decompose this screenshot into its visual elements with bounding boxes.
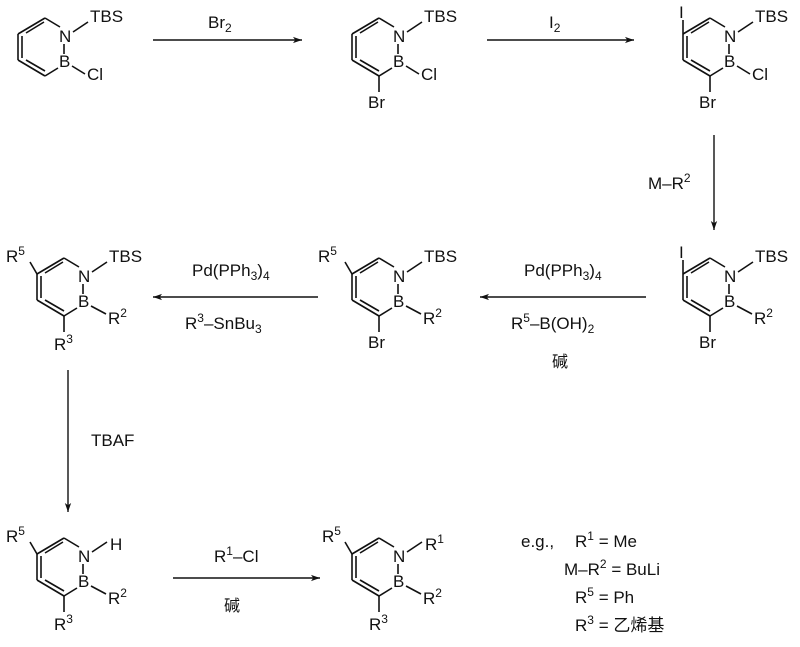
atom-br: Br bbox=[699, 93, 716, 112]
group-r2: R2 bbox=[754, 306, 773, 328]
atom-b: B bbox=[393, 292, 404, 311]
examples-lead: e.g., bbox=[521, 532, 554, 551]
atom-cl: Cl bbox=[87, 65, 103, 84]
example-r3: R3 = 乙烯基 bbox=[575, 613, 664, 635]
reagent-i2: I2 bbox=[549, 13, 561, 35]
compound-5: R5 N B TBS R2 Br bbox=[318, 244, 457, 352]
group-r3: R3 bbox=[54, 332, 73, 354]
group-r2: R2 bbox=[423, 306, 442, 328]
group-tbs: TBS bbox=[755, 247, 788, 266]
reagent-pd-catalyst: Pd(PPh3)4 bbox=[192, 261, 270, 283]
ring-bonds bbox=[344, 537, 423, 612]
atom-b: B bbox=[78, 292, 89, 311]
atom-br: Br bbox=[699, 333, 716, 352]
example-m-r2: M–R2 = BuLi bbox=[564, 557, 660, 579]
reagent-base: 碱 bbox=[224, 596, 240, 615]
atom-n: N bbox=[393, 267, 405, 286]
reagent-stannane: R3–SnBu3 bbox=[185, 311, 262, 336]
atom-b: B bbox=[393, 52, 404, 71]
group-r5: R5 bbox=[6, 524, 25, 546]
group-r5: R5 bbox=[318, 244, 337, 266]
ring-bonds bbox=[682, 17, 754, 92]
reagent-tbaf: TBAF bbox=[91, 431, 134, 450]
example-r5: R5 = Ph bbox=[575, 585, 634, 607]
group-tbs: TBS bbox=[90, 7, 123, 26]
ring-bonds bbox=[29, 257, 108, 332]
group-r3: R3 bbox=[54, 612, 73, 634]
atom-n: N bbox=[59, 27, 71, 46]
atom-br: Br bbox=[368, 93, 385, 112]
compound-4: I N B TBS R2 Br bbox=[679, 243, 788, 352]
reagent-base: 碱 bbox=[552, 352, 568, 371]
reagent-br2: Br2 bbox=[208, 13, 232, 35]
group-tbs: TBS bbox=[424, 247, 457, 266]
reagent-pd-catalyst: Pd(PPh3)4 bbox=[524, 261, 602, 283]
atom-cl: Cl bbox=[752, 65, 768, 84]
atom-b: B bbox=[724, 292, 735, 311]
atom-i: I bbox=[679, 243, 684, 262]
atom-b: B bbox=[724, 52, 735, 71]
atom-n: N bbox=[78, 267, 90, 286]
atom-h: H bbox=[110, 535, 122, 554]
compound-1: N B TBS Cl bbox=[17, 7, 123, 84]
compound-2: N B TBS Cl Br bbox=[351, 7, 457, 112]
group-tbs: TBS bbox=[755, 7, 788, 26]
ring-bonds bbox=[682, 257, 754, 332]
atom-n: N bbox=[393, 547, 405, 566]
group-r2: R2 bbox=[108, 586, 127, 608]
group-tbs: TBS bbox=[424, 7, 457, 26]
reagent-boronic-acid: R5–B(OH)2 bbox=[511, 311, 595, 336]
ring-bonds bbox=[344, 257, 423, 332]
group-r2: R2 bbox=[423, 586, 442, 608]
examples-legend: e.g., R1 = Me M–R2 = BuLi R5 = Ph R3 = 乙… bbox=[521, 529, 664, 635]
atom-i: I bbox=[679, 3, 684, 22]
ring-bonds bbox=[351, 17, 423, 92]
atom-n: N bbox=[724, 27, 736, 46]
atom-n: N bbox=[393, 27, 405, 46]
atom-b: B bbox=[393, 572, 404, 591]
group-r5: R5 bbox=[322, 524, 341, 546]
ring-bonds bbox=[29, 537, 108, 612]
compound-8: R5 N B R1 R2 R3 bbox=[322, 524, 444, 634]
atom-n: N bbox=[724, 267, 736, 286]
atom-cl: Cl bbox=[421, 65, 437, 84]
ring-bonds bbox=[17, 17, 89, 77]
group-r2: R2 bbox=[108, 306, 127, 328]
atom-br: Br bbox=[368, 333, 385, 352]
group-tbs: TBS bbox=[109, 247, 142, 266]
atom-b: B bbox=[78, 572, 89, 591]
atom-n: N bbox=[78, 547, 90, 566]
compound-7: R5 N B H R2 R3 bbox=[6, 524, 127, 634]
example-r1: R1 = Me bbox=[575, 529, 637, 551]
reagent-m-r2: M–R2 bbox=[648, 171, 691, 193]
group-r1: R1 bbox=[425, 532, 444, 554]
compound-6: R5 N B TBS R2 R3 bbox=[6, 244, 142, 354]
reagent-alkyl-chloride: R1–Cl bbox=[214, 544, 258, 566]
compound-3: I N B TBS Cl Br bbox=[679, 3, 788, 112]
group-r5: R5 bbox=[6, 244, 25, 266]
atom-b: B bbox=[59, 52, 70, 71]
group-r3: R3 bbox=[369, 612, 388, 634]
